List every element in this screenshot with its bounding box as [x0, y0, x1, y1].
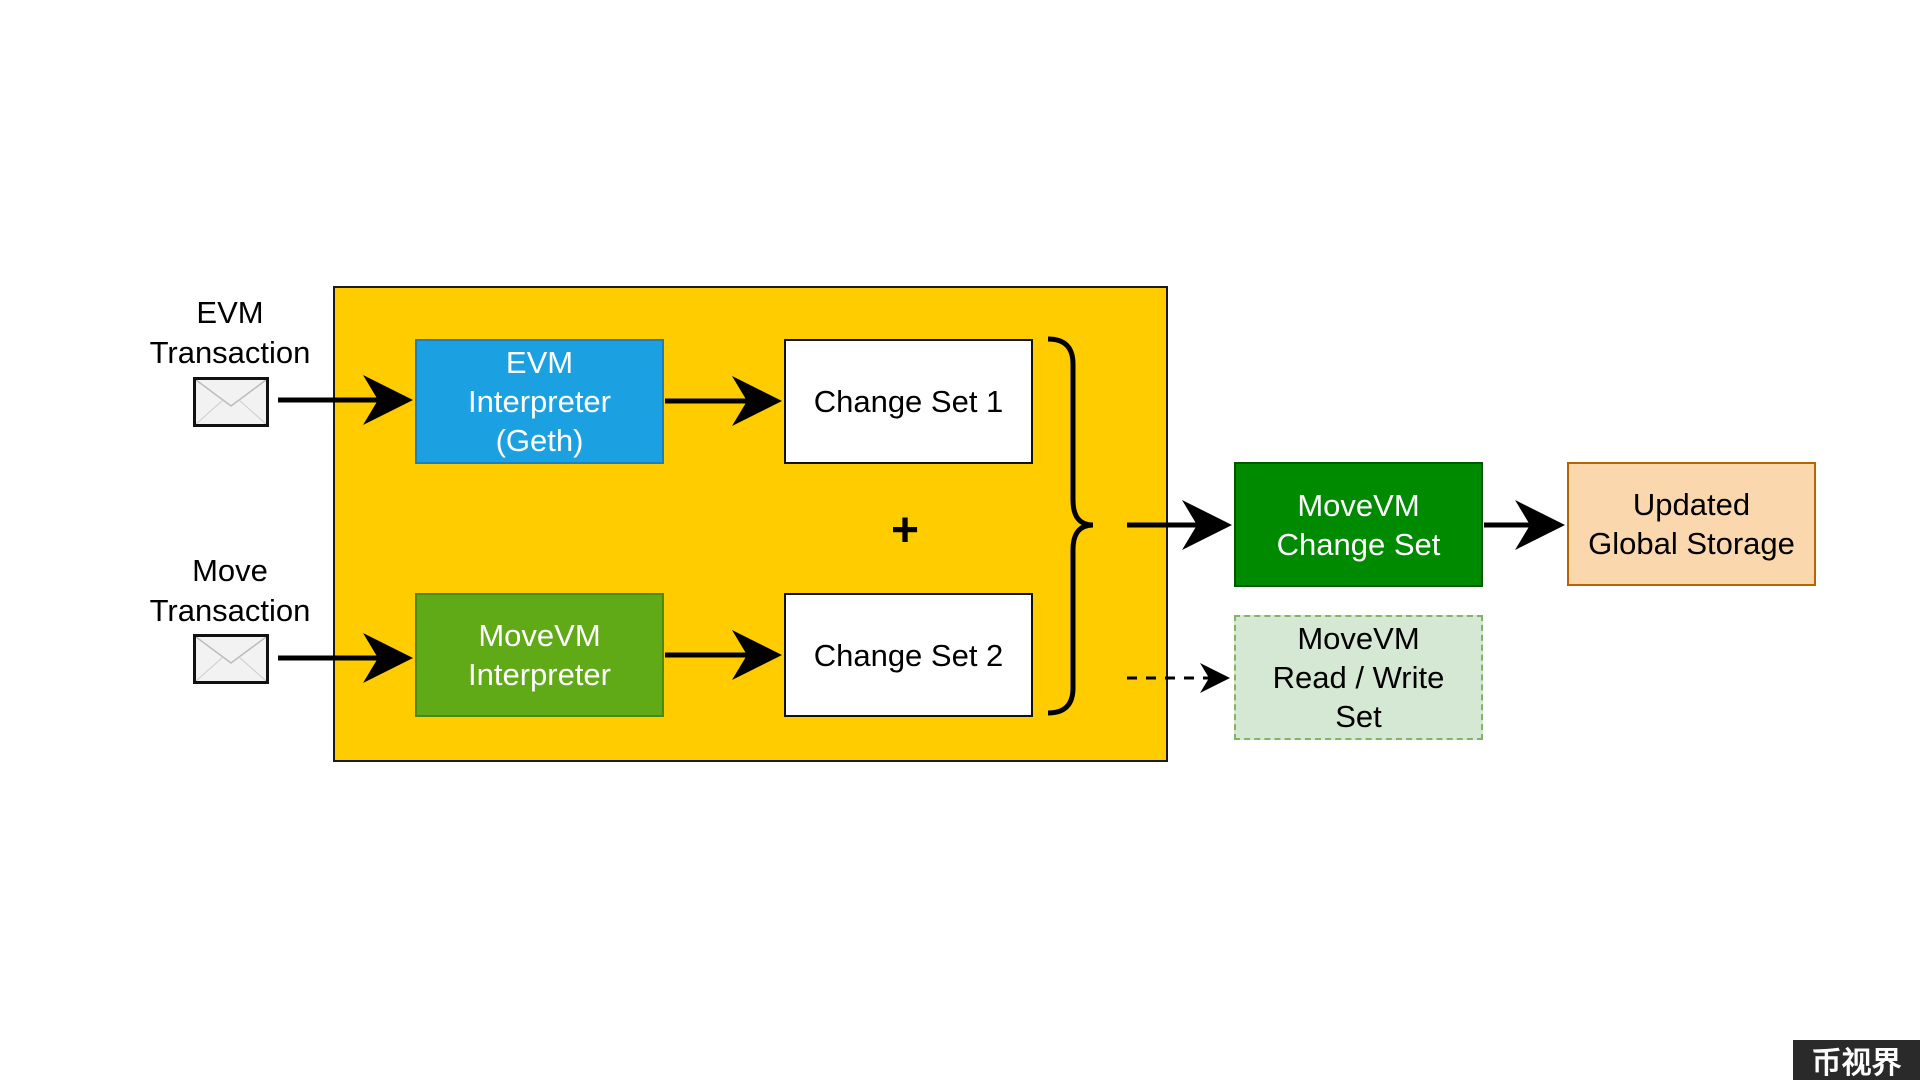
envelope-icon [193, 377, 269, 427]
movevm-change-set-node: MoveVM Change Set [1234, 462, 1483, 587]
move-transaction-label: Move Transaction [149, 553, 311, 628]
combine-plus-symbol: + [890, 503, 920, 557]
movevm-interpreter-node: MoveVM Interpreter [415, 593, 664, 717]
change-set-1-node: Change Set 1 [784, 339, 1033, 464]
watermark-logo: 币视界 [1793, 1040, 1920, 1081]
envelope-icon [193, 634, 269, 684]
updated-global-storage-node: Updated Global Storage [1567, 462, 1816, 586]
curly-brace [1047, 336, 1094, 716]
evm-interpreter-node: EVM Interpreter (Geth) [415, 339, 664, 464]
change-set-2-node: Change Set 2 [784, 593, 1033, 717]
movevm-read-write-set-node: MoveVM Read / Write Set [1234, 615, 1483, 740]
evm-transaction-label: EVM Transaction [149, 295, 311, 370]
